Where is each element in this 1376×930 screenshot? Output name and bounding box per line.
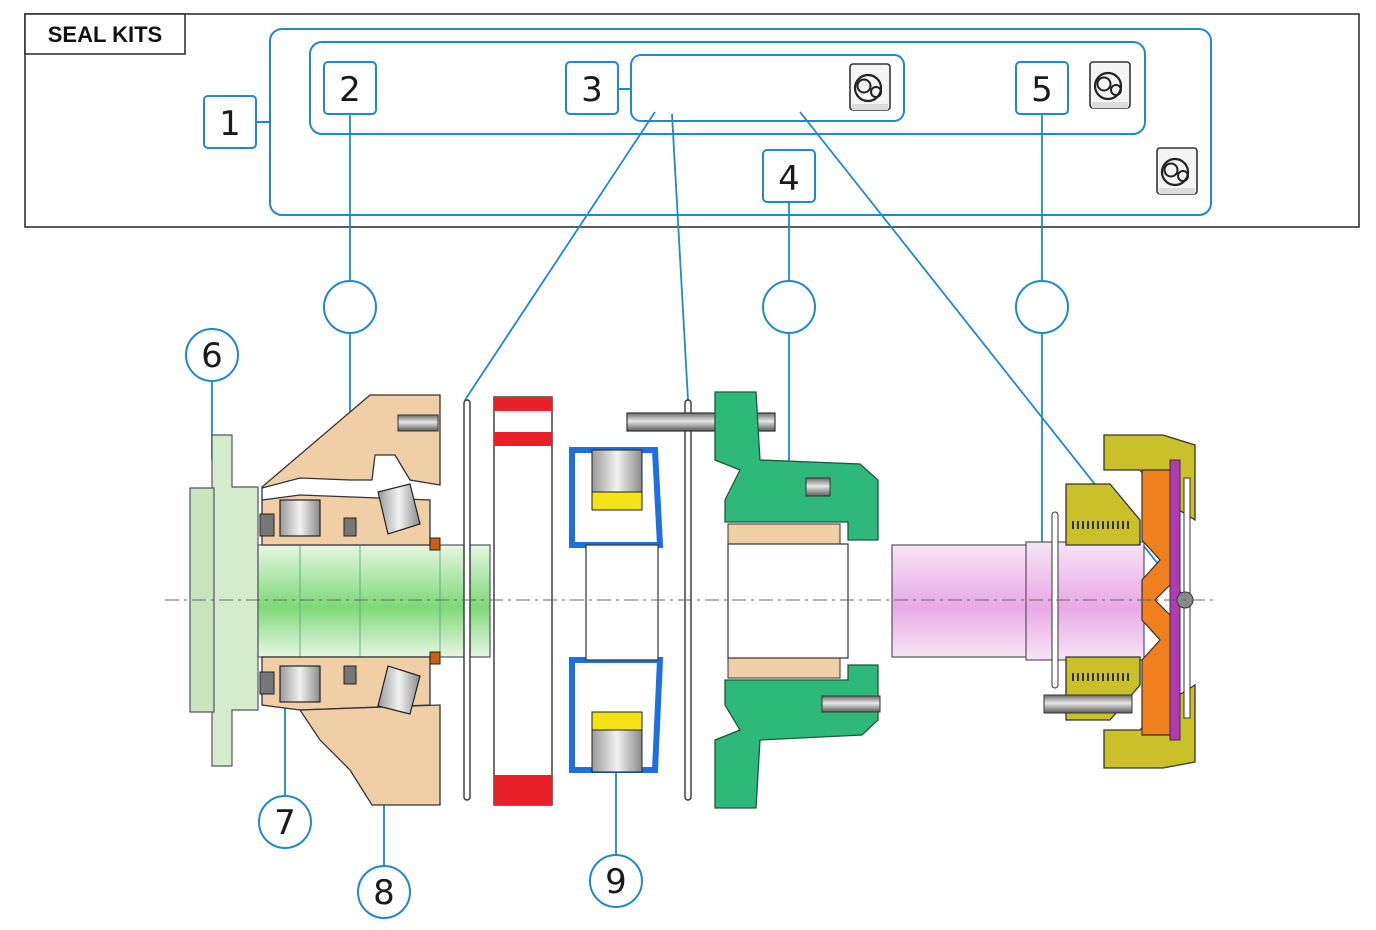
kit-label-4: 4 — [762, 149, 816, 203]
planet-carrier-9 — [569, 447, 664, 773]
seal-kits-title: SEAL KITS — [48, 22, 163, 47]
tapered-bearing-8 — [343, 483, 441, 715]
tapered-bearing-7 — [259, 499, 321, 703]
seal-kit-icon — [1155, 146, 1199, 196]
seal-kits-panel: SEAL KITS 1 2 3 4 5 — [24, 13, 1360, 228]
callout-6: 6 — [185, 328, 239, 382]
kit-2-group — [309, 41, 1146, 135]
callout-7: 7 — [258, 795, 312, 849]
svg-text:2: 2 — [339, 70, 361, 110]
svg-text:1: 1 — [219, 104, 241, 144]
callout-8: 8 — [357, 865, 411, 919]
brake-assembly — [1043, 434, 1196, 769]
svg-text:7: 7 — [274, 803, 296, 843]
kit-label-5: 5 — [1015, 61, 1069, 115]
hub-flange-shaft — [189, 434, 491, 767]
seal-kit-icon — [1088, 60, 1132, 110]
seal-kit-icon — [848, 62, 892, 112]
svg-text:6: 6 — [201, 336, 223, 376]
brake-shaft — [891, 541, 1145, 661]
svg-text:9: 9 — [605, 862, 627, 902]
kit-label-1: 1 — [203, 95, 257, 149]
svg-text:4: 4 — [778, 159, 800, 199]
kit-reference-circles — [323, 280, 1069, 334]
svg-text:8: 8 — [373, 873, 395, 913]
kit-label-3: 3 — [565, 61, 619, 115]
gear-housing — [714, 391, 881, 809]
svg-text:5: 5 — [1031, 70, 1053, 110]
svg-text:3: 3 — [581, 70, 603, 110]
kit-label-2: 2 — [323, 61, 377, 115]
callout-9: 9 — [589, 854, 643, 908]
spacer-ring — [493, 396, 553, 806]
